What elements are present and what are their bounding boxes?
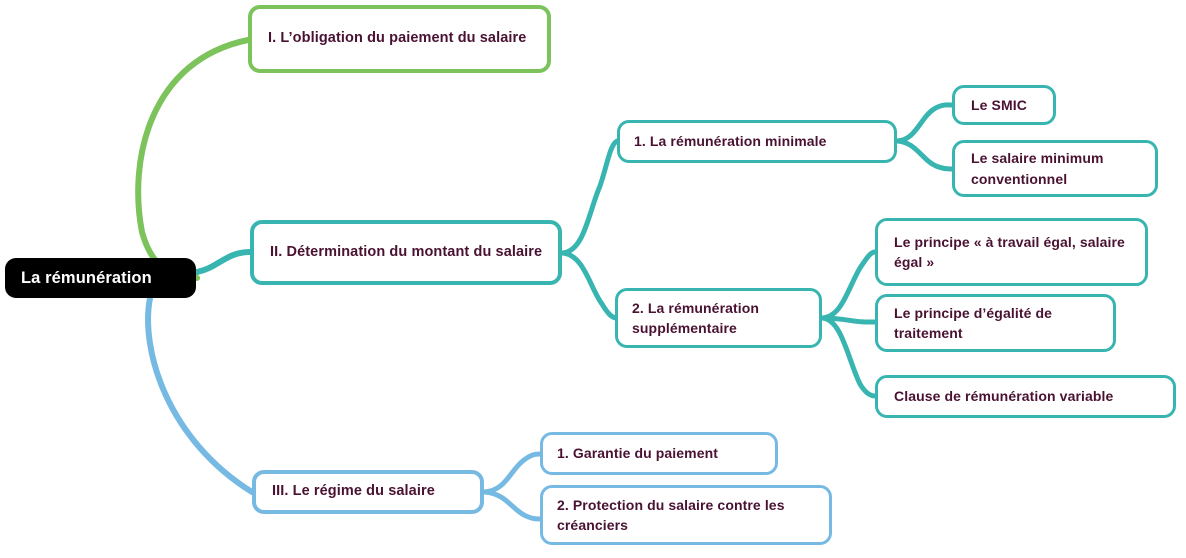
node-iii-2[interactable]: 2. Protection du salaire contre les créa… [540, 485, 832, 545]
node-branch-i[interactable]: I. L’obligation du paiement du salaire [248, 5, 551, 73]
node-ii-2-travail-egal[interactable]: Le principe « à travail égal, salaire ég… [875, 218, 1148, 286]
connector-ii1-to-conventionnel [894, 138, 955, 172]
root-node[interactable]: La rémunération [5, 258, 196, 298]
node-branch-ii[interactable]: II. Détermination du montant du salaire [250, 220, 562, 285]
connector-ii-to-ii1 [559, 138, 620, 256]
node-ii-1[interactable]: 1. La rémunération minimale [617, 120, 897, 163]
node-ii-2-clause-label: Clause de rémunération variable [894, 388, 1114, 405]
connector-ii-to-ii2 [559, 250, 620, 321]
node-ii-1-smic-label: Le SMIC [971, 96, 1027, 113]
connector-iii-to-iii1 [481, 451, 543, 495]
node-branch-iii[interactable]: III. Le régime du salaire [252, 470, 484, 514]
node-ii-2-label: 2. La rémunération supplémentaire [632, 299, 760, 336]
node-iii-1-label: 1. Garantie du paiement [557, 445, 719, 462]
connector-root-to-i [135, 37, 251, 281]
connector-ii2-to-clause [819, 315, 878, 399]
node-iii-1[interactable]: 1. Garantie du paiement [540, 432, 778, 475]
node-iii-2-label: 2. Protection du salaire contre les créa… [557, 496, 785, 533]
node-ii-2-egalite[interactable]: Le principe d’égalité de traitement [875, 294, 1116, 352]
connector-root-to-iii [145, 295, 255, 495]
connector-ii1-to-smic [894, 102, 955, 144]
connector-iii-to-iii2 [481, 489, 543, 522]
node-ii-2[interactable]: 2. La rémunération supplémentaire [615, 288, 822, 348]
node-ii-1-conventionnel-label: Le salaire minimum conventionnel [971, 150, 1104, 187]
node-ii-2-clause[interactable]: Clause de rémunération variable [875, 375, 1176, 418]
connector-ii2-to-travail-egal [819, 249, 878, 321]
connector-ii2-to-egalite [819, 315, 878, 325]
node-ii-1-conventionnel[interactable]: Le salaire minimum conventionnel [952, 140, 1158, 197]
node-ii-1-smic[interactable]: Le SMIC [952, 85, 1056, 125]
root-node-label: La rémunération [21, 268, 152, 287]
node-ii-2-travail-egal-label: Le principe « à travail égal, salaire ég… [894, 233, 1125, 270]
node-branch-ii-label: II. Détermination du montant du salaire [270, 243, 543, 260]
connector-root-to-ii [194, 249, 253, 275]
node-branch-i-label: I. L’obligation du paiement du salaire [268, 30, 527, 47]
node-branch-iii-label: III. Le régime du salaire [272, 483, 435, 500]
node-ii-2-egalite-label: Le principe d’égalité de traitement [894, 304, 1052, 341]
node-ii-1-label: 1. La rémunération minimale [634, 133, 827, 150]
